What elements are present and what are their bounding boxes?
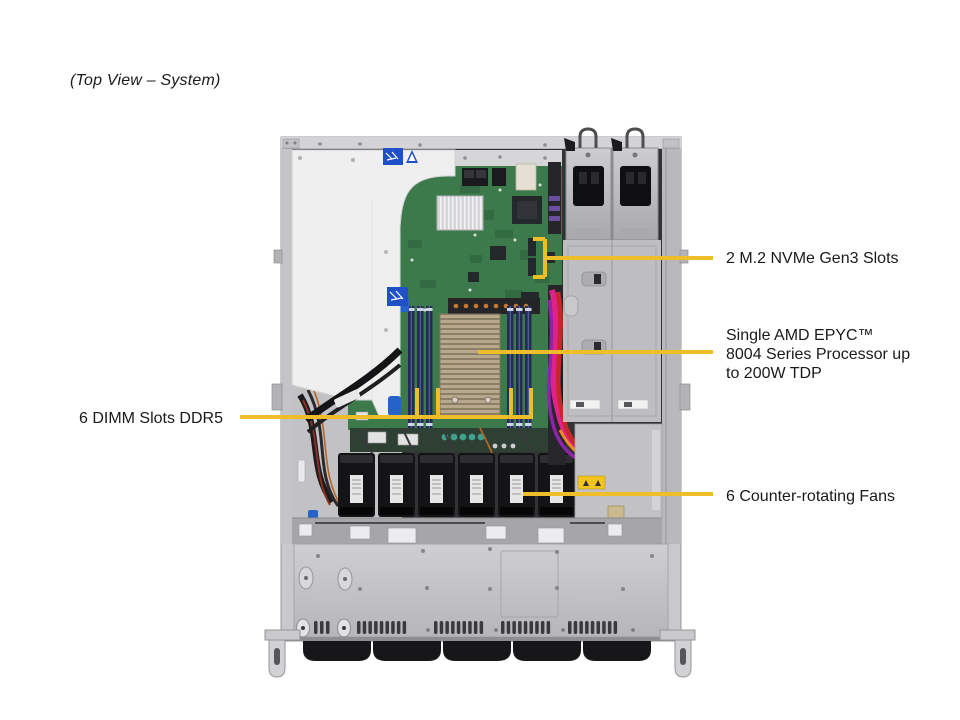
nic-heatsink <box>436 195 484 231</box>
m2-slots-area <box>528 238 536 276</box>
fan-2 <box>377 452 416 518</box>
callout-line-dimm <box>240 388 533 419</box>
callout-label-dimm-slots: 6 DIMM Slots DDR5 <box>78 410 223 427</box>
air-shroud <box>291 148 456 434</box>
pdb-cover <box>574 423 663 534</box>
fan-3 <box>417 452 456 518</box>
psu-1 <box>565 147 612 241</box>
psu-2 <box>612 147 659 241</box>
cpu-heatsink <box>439 313 501 419</box>
callout-label-processor: Single AMD EPYC™ 8004 Series Processor u… <box>726 327 911 383</box>
psu-handle-1 <box>578 127 598 148</box>
callout-lines <box>240 237 713 496</box>
drive-trays <box>303 641 651 661</box>
fan-4 <box>457 452 496 518</box>
fan-1 <box>337 452 376 518</box>
dimm-slots-left <box>408 306 433 428</box>
rack-ear-right <box>659 629 696 678</box>
callout-label-fans: 6 Counter-rotating Fans <box>726 488 895 505</box>
label-sticker-bottom <box>387 287 408 306</box>
label-sticker-top <box>383 148 418 165</box>
callout-line-m2 <box>533 237 713 279</box>
psu-handle-2 <box>625 127 645 148</box>
warning-sticker <box>577 475 606 490</box>
io-ports <box>455 150 562 191</box>
fan-5 <box>497 452 536 518</box>
drive-bay-cover <box>281 543 681 641</box>
callout-label-m2-slots: 2 M.2 NVMe Gen3 Slots <box>726 250 899 267</box>
figure-caption: (Top View – System) <box>70 72 221 89</box>
rack-ear-left <box>264 629 301 678</box>
power-strip <box>350 428 568 452</box>
connector-strip <box>292 517 662 544</box>
psu-bay <box>563 127 661 422</box>
